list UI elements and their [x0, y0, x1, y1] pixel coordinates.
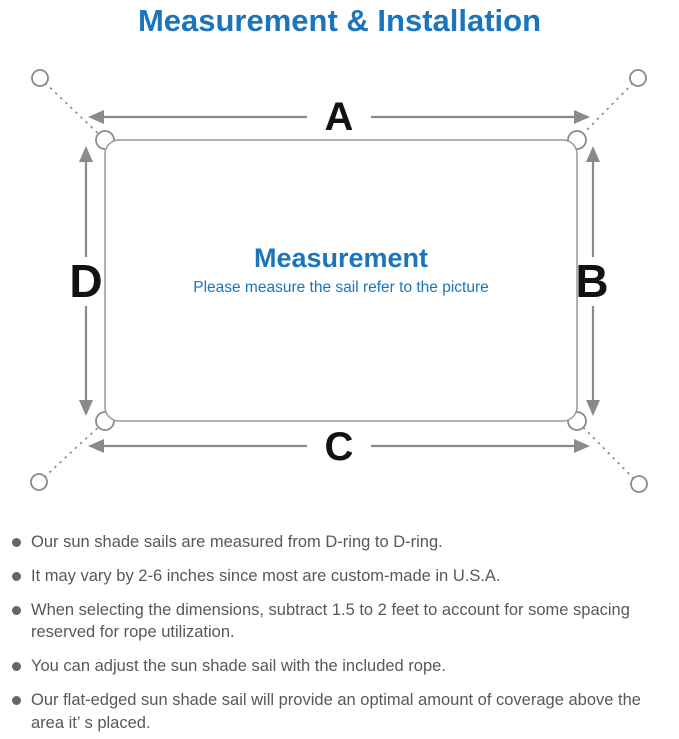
- anchor-ring-icon: [630, 475, 648, 493]
- rope-bottom-right: [576, 420, 640, 485]
- note-text: You can adjust the sun shade sail with t…: [31, 657, 446, 676]
- sail-outline: [104, 139, 578, 422]
- dimension-label-b: B: [575, 255, 608, 307]
- bullet-icon: [12, 695, 21, 705]
- corner-d-ring-icons: [95, 130, 587, 431]
- rope-dashed-lines: [38, 77, 640, 485]
- arrow-left-icon: [88, 110, 104, 124]
- list-item: You can adjust the sun shade sail with t…: [12, 655, 671, 678]
- list-item: Our sun shade sails are measured from D-…: [12, 531, 671, 554]
- bullet-icon: [12, 538, 21, 547]
- note-text: Our flat-edged sun shade sail will provi…: [31, 690, 641, 732]
- dimension-label-a: A: [325, 95, 354, 139]
- dimension-d-arrowheads: [79, 146, 93, 416]
- arrow-up-icon: [586, 146, 600, 162]
- note-text: When selecting the dimensions, subtract …: [31, 600, 630, 642]
- bullet-icon: [12, 662, 21, 672]
- diagram-center-title: Measurement: [254, 243, 428, 273]
- diagram-center-subtitle: Please measure the sail refer to the pic…: [193, 279, 489, 296]
- list-item: It may vary by 2-6 inches since most are…: [12, 565, 671, 588]
- measurement-diagram: A C D: [0, 50, 679, 525]
- note-text: It may vary by 2-6 inches since most are…: [31, 566, 501, 585]
- page-title: Measurement & Installation: [137, 3, 542, 38]
- arrow-right-icon: [574, 110, 590, 124]
- anchor-ring-icon: [629, 69, 647, 87]
- anchor-ring-icon: [31, 69, 49, 87]
- anchor-ring-icon: [30, 473, 48, 491]
- arrow-left-icon: [88, 439, 104, 453]
- anchor-point-icons: [30, 69, 648, 493]
- rope-top-left: [39, 77, 106, 141]
- dimension-c-arrowheads: [88, 439, 590, 453]
- rope-top-right: [576, 77, 639, 141]
- list-item: When selecting the dimensions, subtract …: [12, 599, 671, 645]
- list-item: Our flat-edged sun shade sail will provi…: [12, 689, 671, 735]
- arrow-up-icon: [79, 146, 93, 162]
- arrow-right-icon: [574, 439, 590, 453]
- dimension-label-c: C: [325, 425, 354, 469]
- dimension-label-d: D: [69, 255, 102, 307]
- arrow-down-icon: [79, 400, 93, 416]
- arrow-down-icon: [586, 400, 600, 416]
- rope-bottom-left: [38, 420, 106, 483]
- dimension-b-arrowheads: [586, 146, 600, 416]
- bullet-icon: [12, 571, 21, 581]
- dimension-a-arrowheads: [88, 110, 590, 124]
- sail-diagram-canvas: A C D: [30, 69, 648, 493]
- notes-list: Our sun shade sails are measured from D-…: [0, 531, 679, 734]
- note-text: Our sun shade sails are measured from D-…: [31, 533, 443, 551]
- bullet-icon: [12, 605, 21, 615]
